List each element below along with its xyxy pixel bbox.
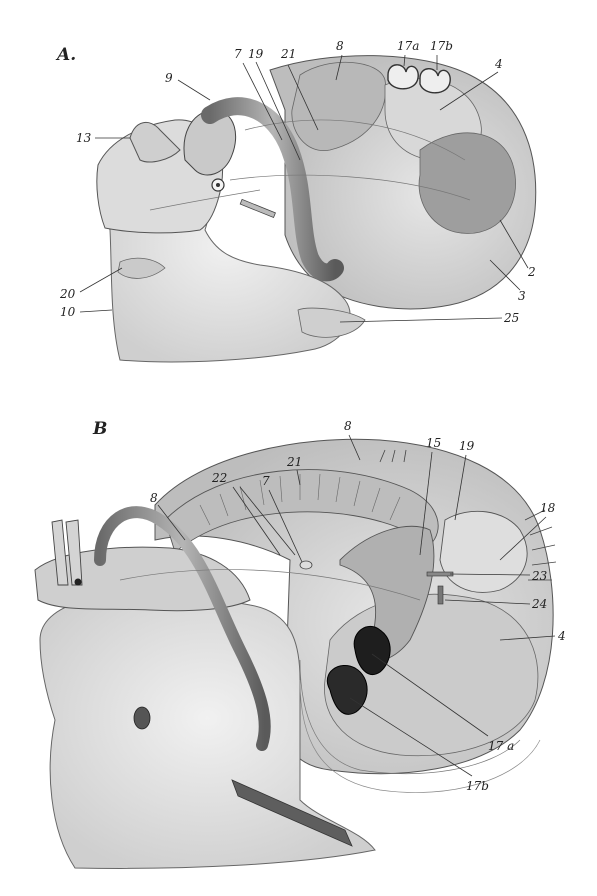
label-a-17b: 17b bbox=[430, 39, 453, 53]
panel-b-peg-24 bbox=[438, 586, 443, 604]
panel-b-eye-head bbox=[75, 579, 82, 586]
label-b-15: 15 bbox=[426, 436, 441, 450]
label-a-10: 10 bbox=[60, 305, 76, 319]
label-b-24: 24 bbox=[531, 597, 547, 611]
label-a-19: 19 bbox=[248, 47, 264, 61]
label-b-23: 23 bbox=[531, 569, 548, 583]
panel-a-structure-17a bbox=[388, 65, 418, 89]
panel-a-title: A. bbox=[55, 45, 76, 65]
panel-b-tube-end bbox=[300, 561, 312, 569]
panel-b: B 22 7 21 8 15 19 18 8 23 24 4 17 a 17b bbox=[35, 419, 566, 868]
panel-a: A. 9 7 19 21 8 17a 17b 4 13 2 3 20 10 25 bbox=[55, 39, 536, 362]
panel-b-gill-18 bbox=[440, 511, 527, 592]
label-b-21: 21 bbox=[286, 455, 302, 469]
label-a-21: 21 bbox=[280, 47, 296, 61]
panel-a-rod bbox=[240, 199, 275, 217]
label-a-8: 8 bbox=[336, 39, 344, 53]
label-a-25: 25 bbox=[503, 311, 519, 325]
label-a-20: 20 bbox=[59, 287, 76, 301]
label-a-4: 4 bbox=[494, 57, 503, 71]
label-b-8-left: 8 bbox=[150, 491, 158, 505]
label-b-19: 19 bbox=[459, 439, 475, 453]
panel-b-peg-23 bbox=[427, 572, 453, 576]
label-b-4: 4 bbox=[557, 629, 566, 643]
label-b-18: 18 bbox=[540, 501, 556, 515]
label-b-17b: 17b bbox=[466, 779, 489, 793]
label-a-9: 9 bbox=[165, 71, 173, 85]
label-b-8-top: 8 bbox=[344, 419, 352, 433]
panel-a-eye-pupil bbox=[216, 183, 220, 187]
panel-a-flap-25 bbox=[298, 308, 365, 337]
panel-a-structure-17b bbox=[420, 69, 450, 93]
label-a-7: 7 bbox=[234, 47, 242, 61]
panel-b-title: B bbox=[92, 419, 107, 439]
panel-a-region-2 bbox=[419, 133, 516, 234]
label-a-17a: 17a bbox=[397, 39, 419, 53]
label-a-3: 3 bbox=[518, 289, 526, 303]
label-b-7: 7 bbox=[262, 474, 270, 488]
label-b-17a: 17 a bbox=[488, 739, 514, 753]
panel-b-foot-spot bbox=[134, 707, 150, 729]
label-b-22: 22 bbox=[211, 471, 227, 485]
label-a-13: 13 bbox=[76, 131, 92, 145]
label-a-2: 2 bbox=[527, 265, 536, 279]
